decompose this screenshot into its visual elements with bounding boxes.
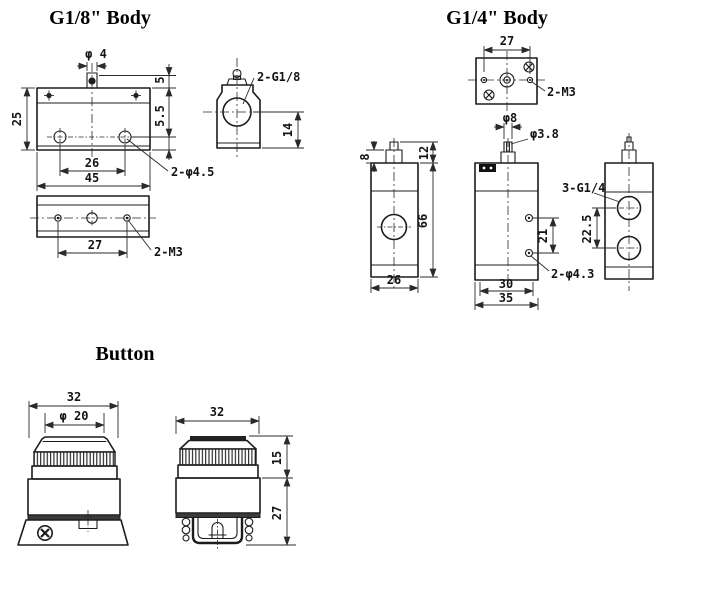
dim-label-phi20: φ 20	[60, 409, 89, 423]
g14-side-view: 3-G1/4 22.5	[562, 133, 654, 291]
dim-label-27: 27	[88, 238, 102, 252]
dim-label-27: 27	[500, 34, 514, 48]
label-ports-3-g14: 3-G1/4	[562, 181, 605, 195]
g18-section-title: G1/8" Body	[49, 7, 151, 29]
dim-label-22-5: 22.5	[580, 215, 594, 244]
knurled-ring	[179, 448, 257, 466]
dim-label-phi4: φ 4	[85, 47, 107, 61]
dim-label-5: 5	[153, 76, 167, 83]
dim-label-phi3-8: φ3.8	[530, 127, 559, 141]
plunger-stem	[385, 141, 403, 164]
g14-top-view: 27 2-M3	[468, 34, 576, 111]
side-holes	[524, 213, 534, 258]
corner-screw-icon	[44, 90, 141, 101]
name-plate	[479, 164, 496, 172]
g18-bottom-view: 27 2-M3	[30, 195, 183, 259]
button-cap	[179, 439, 257, 450]
dim-label-32: 32	[210, 405, 224, 419]
dim-label-26: 26	[85, 156, 99, 170]
collar-ring	[31, 465, 118, 480]
dim-label-5-5: 5.5	[153, 105, 167, 127]
dim-label-32: 32	[67, 390, 81, 404]
dim-label-phi8: φ8	[503, 111, 517, 125]
dim-label-66: 66	[416, 214, 430, 228]
button-body	[175, 477, 261, 514]
dim-label-35: 35	[499, 291, 513, 305]
label-threads-2-m3: 2-M3	[547, 85, 576, 99]
screw-icon	[483, 61, 535, 101]
g14-middle-view: φ8 φ3.8 21 2-φ4.3 30 35	[474, 111, 594, 310]
dim-label-21: 21	[536, 229, 550, 243]
adjuster-notch	[78, 510, 98, 532]
button-side-view: 32 15 27	[175, 405, 296, 550]
button-front-view: 32 φ 20	[17, 390, 129, 546]
mounting-clips	[181, 517, 254, 542]
button-cap	[33, 436, 116, 453]
dim-label-8: 8	[358, 153, 372, 160]
g14-front-view: 8 12 66 26	[358, 138, 438, 293]
label-threads-2-m3: 2-M3	[154, 245, 183, 259]
label-ports-2-g18: 2-G1/8	[257, 70, 300, 84]
m3-holes	[480, 76, 534, 84]
dim-label-14: 14	[281, 123, 295, 137]
dim-label-12: 12	[417, 146, 431, 160]
dim-label-25: 25	[10, 112, 24, 126]
dim-label-45: 45	[85, 171, 99, 185]
thread-holes	[54, 210, 131, 226]
stem-top	[499, 72, 515, 88]
collar-ring	[177, 464, 259, 479]
button-section-title: Button	[96, 343, 155, 365]
plunger	[208, 519, 227, 550]
button-cap-top	[190, 436, 246, 441]
dim-label-26: 26	[387, 273, 401, 287]
dim-label-15: 15	[270, 451, 284, 465]
g18-front-view: φ 4 25 5 5.5 26 45 2-φ4.5	[10, 47, 214, 191]
g14-section-title: G1/4" Body	[446, 7, 548, 29]
knurled-ring	[33, 451, 116, 467]
g18-side-view: 2-G1/8 14	[203, 58, 304, 157]
mounting-holes	[47, 128, 138, 146]
screw-icon	[36, 524, 53, 541]
label-holes-2-phi45: 2-φ4.5	[171, 165, 214, 179]
button-body	[27, 478, 121, 516]
base	[17, 519, 129, 546]
base-band	[175, 512, 261, 518]
plunger-stem	[500, 141, 516, 164]
dim-label-30: 30	[499, 277, 513, 291]
label-holes-2-phi43: 2-φ4.3	[551, 267, 594, 281]
dim-label-27: 27	[270, 506, 284, 520]
